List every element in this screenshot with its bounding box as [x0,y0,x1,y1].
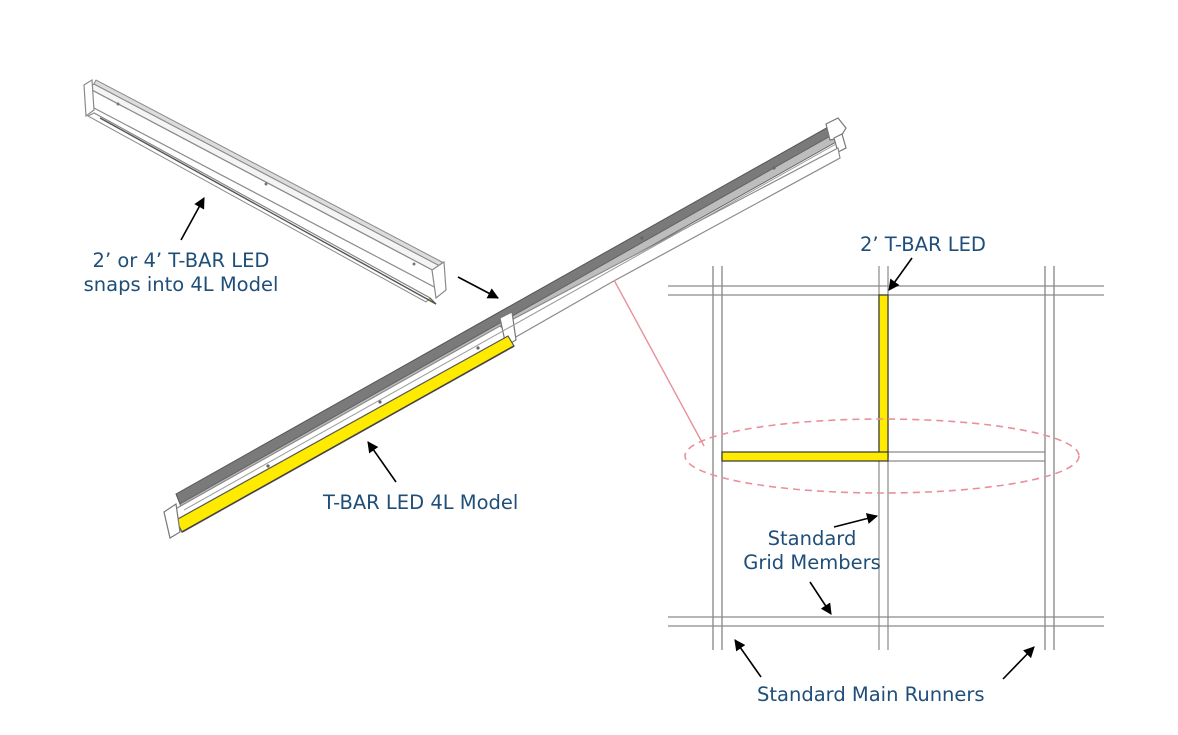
cross-member-bottom [668,616,1104,627]
label-small-fixture-line1: 2’ or 4’ T-BAR LED [92,249,270,272]
label-small-fixture: 2’ or 4’ T-BAR LED snaps into 4L Model [66,249,296,297]
arrow-main-runner-right [1002,646,1035,680]
label-grid-members-line1: Standard [767,527,857,550]
grid-led-vertical [878,294,889,458]
callout-ellipse [684,418,1080,494]
main-runner-left [712,266,723,650]
arrow-to-4l-model [367,441,397,483]
arrow-grid-member-lower [809,581,832,615]
arrow-grid-member-upper [833,513,879,528]
small-tbar-led-fixture [83,78,447,305]
pointer-arrows [180,197,1035,680]
label-grid-members-line2: Grid Members [743,551,881,574]
tbar-led-4l-model [163,117,847,539]
label-main-runners: Standard Main Runners [757,683,985,706]
grid-2ft-led-segments [721,294,889,462]
label-small-fixture-line2: snaps into 4L Model [83,273,279,296]
arrow-to-small-fixture [180,197,205,241]
cross-member-middle-right [888,451,1045,462]
arrow-snap-into [457,276,499,299]
grid-intersections [714,287,1053,625]
label-2ft-led: 2’ T-BAR LED [860,233,986,256]
callout-leader-line [613,279,705,447]
arrow-to-2ft-led [888,257,913,291]
arrow-main-runner-left [734,639,762,678]
label-grid-members: Standard Grid Members [742,527,882,575]
grid-led-horizontal [721,451,889,462]
label-4l-model: T-BAR LED 4L Model [323,491,519,514]
grid-intersection-lines [712,266,1055,650]
